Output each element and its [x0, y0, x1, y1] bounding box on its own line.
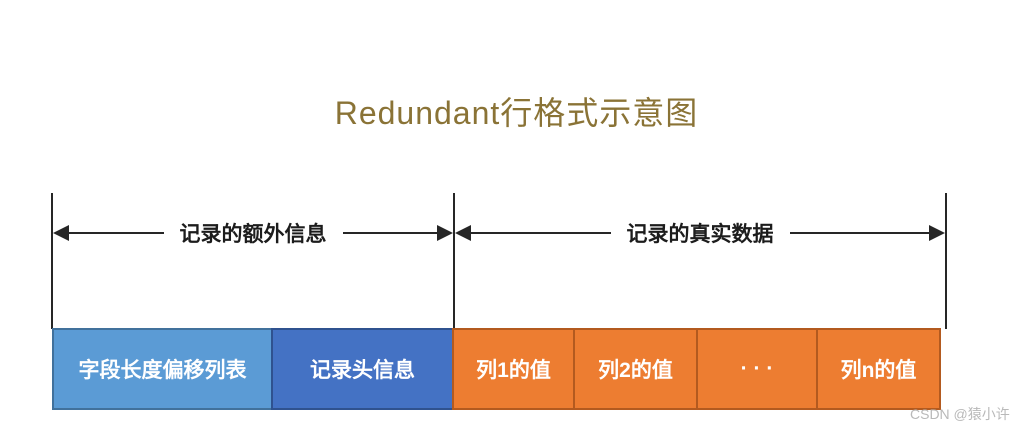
diagram-title: Redundant行格式示意图: [334, 95, 699, 131]
box-coln-value: 列n的值: [816, 328, 941, 410]
box-col1-value: 列1的值: [452, 328, 575, 410]
box-col2-value: 列2的值: [573, 328, 698, 410]
boundary-line-left: [51, 193, 53, 329]
measure-line: [69, 232, 164, 234]
boundary-line-right: [945, 193, 947, 329]
arrowhead-left-icon: [53, 225, 69, 241]
arrowhead-left-icon: [455, 225, 471, 241]
measure-extra-info: 记录的额外信息: [53, 220, 453, 246]
box-ellipsis: · · ·: [696, 328, 818, 410]
measure-line: [789, 232, 929, 234]
measure-label-real-data: 记录的真实数据: [626, 223, 774, 246]
box-field-length-offset-list: 字段长度偏移列表: [52, 328, 273, 410]
box-record-header-info: 记录头信息: [271, 328, 454, 410]
watermark: CSDN @猿小许: [910, 406, 1010, 422]
measure-label-extra-info: 记录的额外信息: [179, 223, 327, 246]
measure-line: [471, 232, 611, 234]
arrowhead-right-icon: [929, 225, 945, 241]
measure-real-data: 记录的真实数据: [455, 220, 945, 246]
row-format-boxes: 字段长度偏移列表 记录头信息 列1的值 列2的值 · · · 列n的值: [52, 328, 941, 410]
boundary-line-middle: [453, 193, 455, 329]
arrowhead-right-icon: [437, 225, 453, 241]
measure-line: [342, 232, 437, 234]
